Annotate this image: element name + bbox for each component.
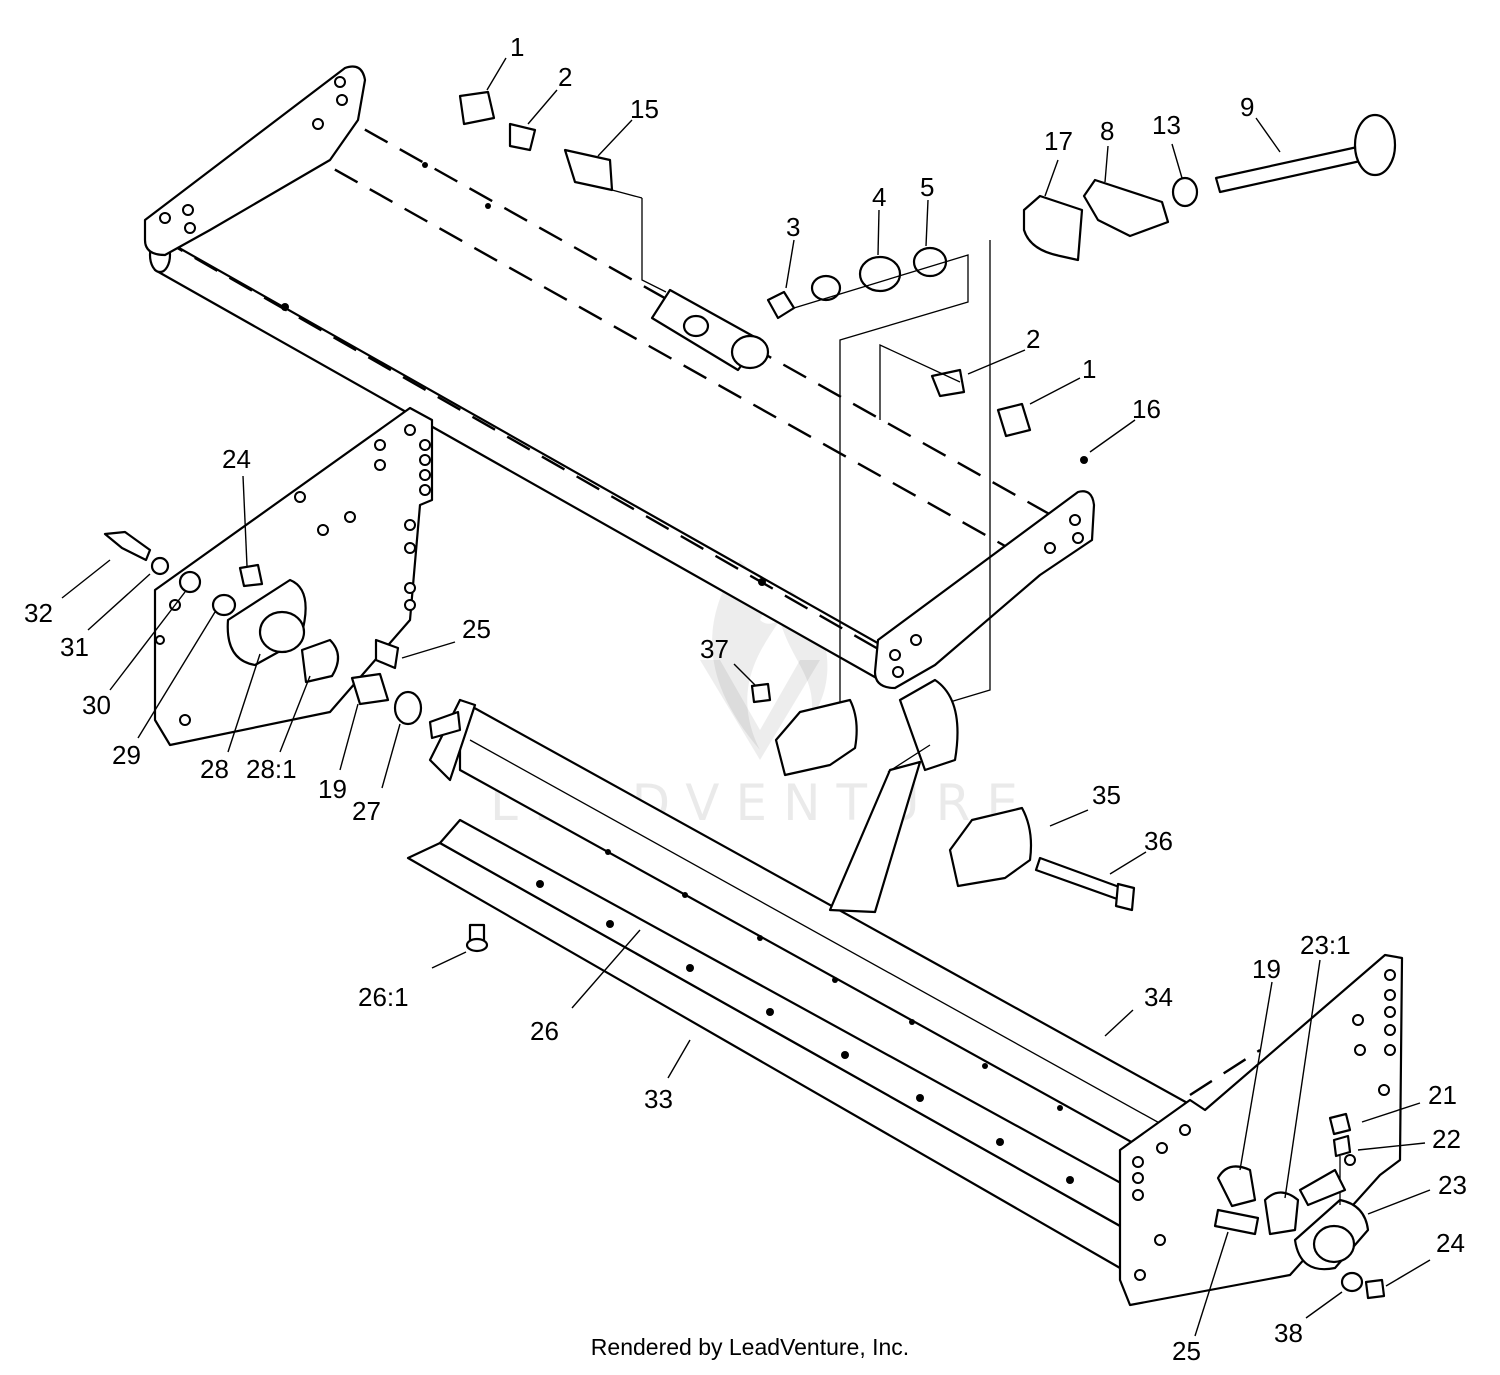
callout-35: 35	[1092, 780, 1121, 810]
callout-28: 28	[200, 754, 229, 784]
callout-16: 16	[1132, 394, 1161, 424]
callout-2-right: 2	[1026, 324, 1040, 354]
callout-34: 34	[1144, 982, 1173, 1012]
callout-30: 30	[82, 690, 111, 720]
callout-26-1: 26:1	[358, 982, 409, 1012]
render-credit: Rendered by LeadVenture, Inc.	[590, 1334, 910, 1360]
callout-8: 8	[1100, 116, 1114, 146]
callout-3: 3	[786, 212, 800, 242]
main-blade-assembly	[406, 678, 1202, 1270]
left-side-plate	[103, 406, 434, 747]
callout-5: 5	[920, 172, 934, 202]
top-hardware	[458, 90, 1397, 706]
callout-26: 26	[530, 1016, 559, 1046]
callout-28-1: 28:1	[246, 754, 297, 784]
callout-17: 17	[1044, 126, 1073, 156]
callout-15: 15	[630, 94, 659, 124]
callout-22: 22	[1432, 1124, 1461, 1154]
callout-2-top: 2	[558, 62, 572, 92]
callout-36: 36	[1144, 826, 1173, 856]
leader-lines	[61, 57, 1431, 1337]
callout-9: 9	[1240, 92, 1254, 122]
callout-33: 33	[644, 1084, 673, 1114]
callout-32: 32	[24, 598, 53, 628]
callout-13: 13	[1152, 110, 1181, 140]
callout-labels: 1 2 15 3 4 5 17 8 13 9 2 1 16 24 32 31 3…	[24, 32, 1467, 1366]
callout-24-right: 24	[1436, 1228, 1465, 1258]
callout-21: 21	[1428, 1080, 1457, 1110]
right-side-plate	[1118, 953, 1404, 1307]
callout-38: 38	[1274, 1318, 1303, 1348]
callout-23-1: 23:1	[1300, 930, 1351, 960]
callout-37: 37	[700, 634, 729, 664]
callout-1-top: 1	[510, 32, 524, 62]
callout-25-left: 25	[462, 614, 491, 644]
callout-24-left: 24	[222, 444, 251, 474]
callout-4: 4	[872, 182, 886, 212]
callout-19-right: 19	[1252, 954, 1281, 984]
callout-31: 31	[60, 632, 89, 662]
callout-23: 23	[1438, 1170, 1467, 1200]
pivot-tube	[650, 288, 770, 372]
callout-1-right: 1	[1082, 354, 1096, 384]
callout-29: 29	[112, 740, 141, 770]
callout-25-right: 25	[1172, 1336, 1201, 1366]
callout-19-left: 19	[318, 774, 347, 804]
callout-27: 27	[352, 796, 381, 826]
